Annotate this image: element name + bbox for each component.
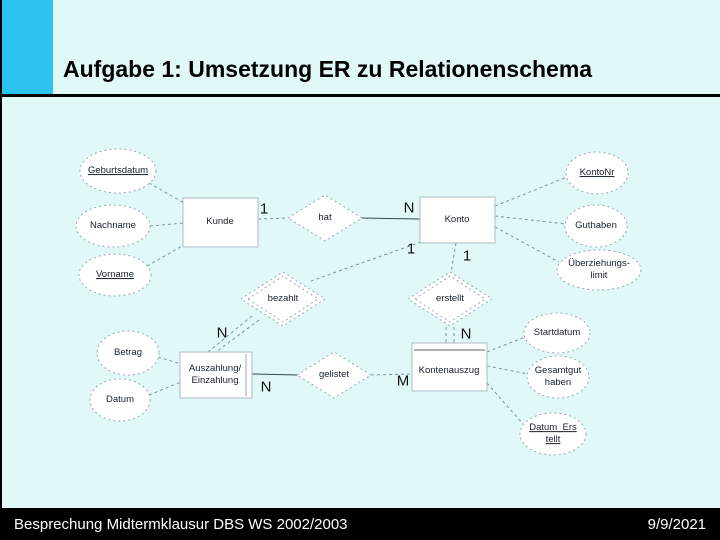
entity-auszahlung-shape bbox=[179, 351, 253, 399]
attribute-ueberziehungslimit-shape bbox=[556, 249, 642, 291]
attribute-startdatum-shape bbox=[523, 312, 591, 354]
wire-konto-bezahlt bbox=[307, 241, 422, 283]
wire-kontenauszug-startdatum bbox=[486, 336, 526, 353]
wire-kontenauszug-datumerstellt bbox=[486, 382, 524, 425]
attribute-gesamtguthaben-shape bbox=[526, 355, 590, 399]
relationship-erstellt-shape bbox=[407, 271, 493, 327]
entity-kontenauszug-shape bbox=[411, 342, 488, 392]
wire-gelistet-kontenauszug bbox=[370, 373, 413, 376]
attribute-guthaben-shape bbox=[564, 204, 628, 248]
wire-betrag-auszahlung bbox=[157, 356, 182, 365]
wire-kontenauszug-gesamtguthaben bbox=[486, 365, 529, 375]
footer-bar: Besprechung Midtermklausur DBS WS 2002/2… bbox=[0, 508, 720, 540]
slide-left-border bbox=[0, 0, 2, 540]
connection-wires bbox=[146, 176, 568, 425]
wire-bezahlt-auszahlung-2 bbox=[215, 319, 260, 353]
entity-kunde-shape bbox=[182, 197, 259, 248]
attribute-nachname-shape bbox=[75, 204, 151, 248]
wire-geburtsdatum-kunde bbox=[148, 182, 185, 204]
wire-konto-guthaben bbox=[494, 215, 567, 225]
wire-kunde-hat bbox=[257, 217, 290, 220]
attribute-betrag-shape bbox=[96, 330, 160, 376]
attribute-geburtsdatum-shape bbox=[79, 148, 157, 194]
relationship-hat-shape bbox=[287, 194, 363, 242]
wire-auszahlung-gelistet bbox=[251, 373, 299, 376]
relationship-gelistet-shape bbox=[296, 351, 372, 399]
wire-konto-kontonr bbox=[494, 176, 568, 207]
wire-vorname-kunde bbox=[146, 244, 185, 267]
wire-hat-konto bbox=[361, 217, 421, 220]
relationship-diamonds bbox=[240, 194, 493, 399]
accent-bar bbox=[2, 0, 53, 94]
entity-rectangles bbox=[179, 196, 496, 399]
wire-datum-auszahlung bbox=[148, 381, 182, 396]
attribute-ellipses bbox=[75, 148, 642, 456]
wire-nachname-kunde bbox=[149, 222, 185, 227]
slide-title: Aufgabe 1: Umsetzung ER zu Relationensch… bbox=[63, 56, 593, 82]
title-divider bbox=[0, 94, 720, 97]
entity-konto-shape bbox=[419, 196, 496, 244]
relationship-bezahlt-shape bbox=[240, 271, 326, 327]
wire-konto-ueberziehungslimit bbox=[494, 226, 560, 263]
attribute-vorname-shape bbox=[78, 253, 152, 297]
wire-konto-erstellt bbox=[450, 242, 457, 274]
attribute-datumerstellt-shape bbox=[519, 412, 587, 456]
footer-date: 9/9/2021 bbox=[647, 515, 706, 533]
attribute-datum-shape bbox=[89, 378, 151, 422]
solid-wires bbox=[251, 217, 421, 376]
footer-left-text: Besprechung Midtermklausur DBS WS 2002/2… bbox=[14, 515, 348, 533]
attribute-kontonr-shape bbox=[565, 151, 629, 195]
wire-bezahlt-auszahlung-1 bbox=[207, 315, 253, 353]
